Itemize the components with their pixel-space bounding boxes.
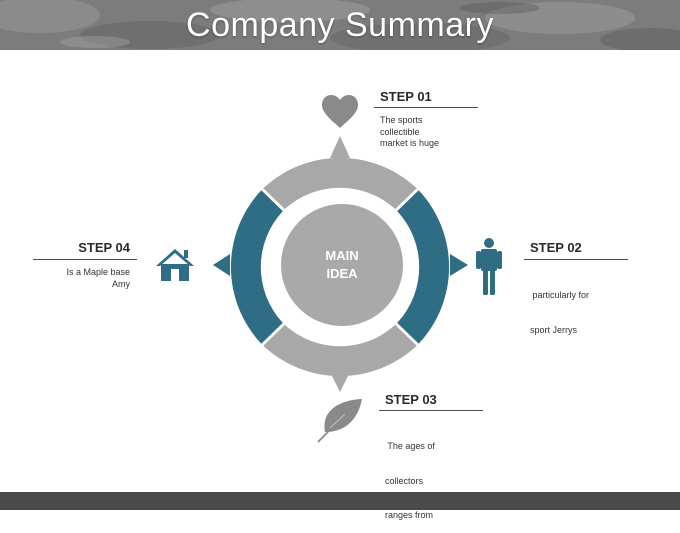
step-01-title: STEP 01	[380, 89, 432, 104]
step-02-line-1: particularly for	[530, 290, 590, 300]
step-02-title: STEP 02	[530, 240, 582, 255]
main-idea-circle	[281, 204, 403, 326]
leaf-icon	[317, 399, 362, 443]
house-icon	[156, 249, 194, 281]
main-idea-line-2: IDEA	[326, 266, 358, 281]
step-03-line-2: collectors	[385, 475, 424, 486]
ring-segment-top	[263, 157, 417, 210]
arrow-left	[213, 254, 230, 276]
step-01-line-3: market is huge	[380, 138, 440, 148]
cycle-diagram	[156, 95, 502, 443]
step-01-line-1: The sports	[380, 115, 423, 125]
step-02-divider	[524, 259, 628, 260]
step-04-divider	[33, 259, 137, 260]
step-01-text: The sports collectible market is huge	[380, 115, 439, 150]
step-03-text: The ages of collectors ranges from	[385, 418, 435, 533]
ring-segment-bottom	[263, 324, 417, 377]
step-03-line-3: ranges from	[385, 510, 434, 520]
step-04-line-2: Amy	[112, 278, 130, 289]
step-03-divider	[379, 410, 483, 411]
arrow-right	[450, 254, 468, 276]
step-02-line-2: sport Jerrys	[530, 324, 578, 335]
step-03-title: STEP 03	[385, 392, 437, 407]
step-04-title: STEP 04	[78, 240, 130, 255]
step-04-text: Is a Maple base Amy	[30, 267, 130, 290]
step-04-line-1: Is a Maple base	[66, 267, 130, 277]
heart-icon	[322, 95, 358, 128]
main-idea-line-1: MAIN	[325, 248, 359, 263]
step-01-line-2: collectible	[380, 126, 420, 137]
header-band: Company Summary	[0, 0, 680, 50]
ring-segment-left	[230, 190, 283, 344]
stone-texture	[0, 0, 680, 50]
step-02-text: particularly for sport Jerrys	[530, 267, 589, 348]
footer-bar	[0, 492, 680, 510]
slide-title: Company Summary	[186, 6, 494, 44]
ring-segment-right	[397, 190, 450, 344]
step-01-divider	[374, 107, 478, 108]
person-icon	[476, 238, 502, 295]
arrow-bottom	[330, 372, 350, 392]
step-03-line-1: The ages of	[385, 441, 435, 451]
arrow-top	[330, 136, 350, 158]
main-idea-label: MAIN IDEA	[292, 247, 392, 283]
